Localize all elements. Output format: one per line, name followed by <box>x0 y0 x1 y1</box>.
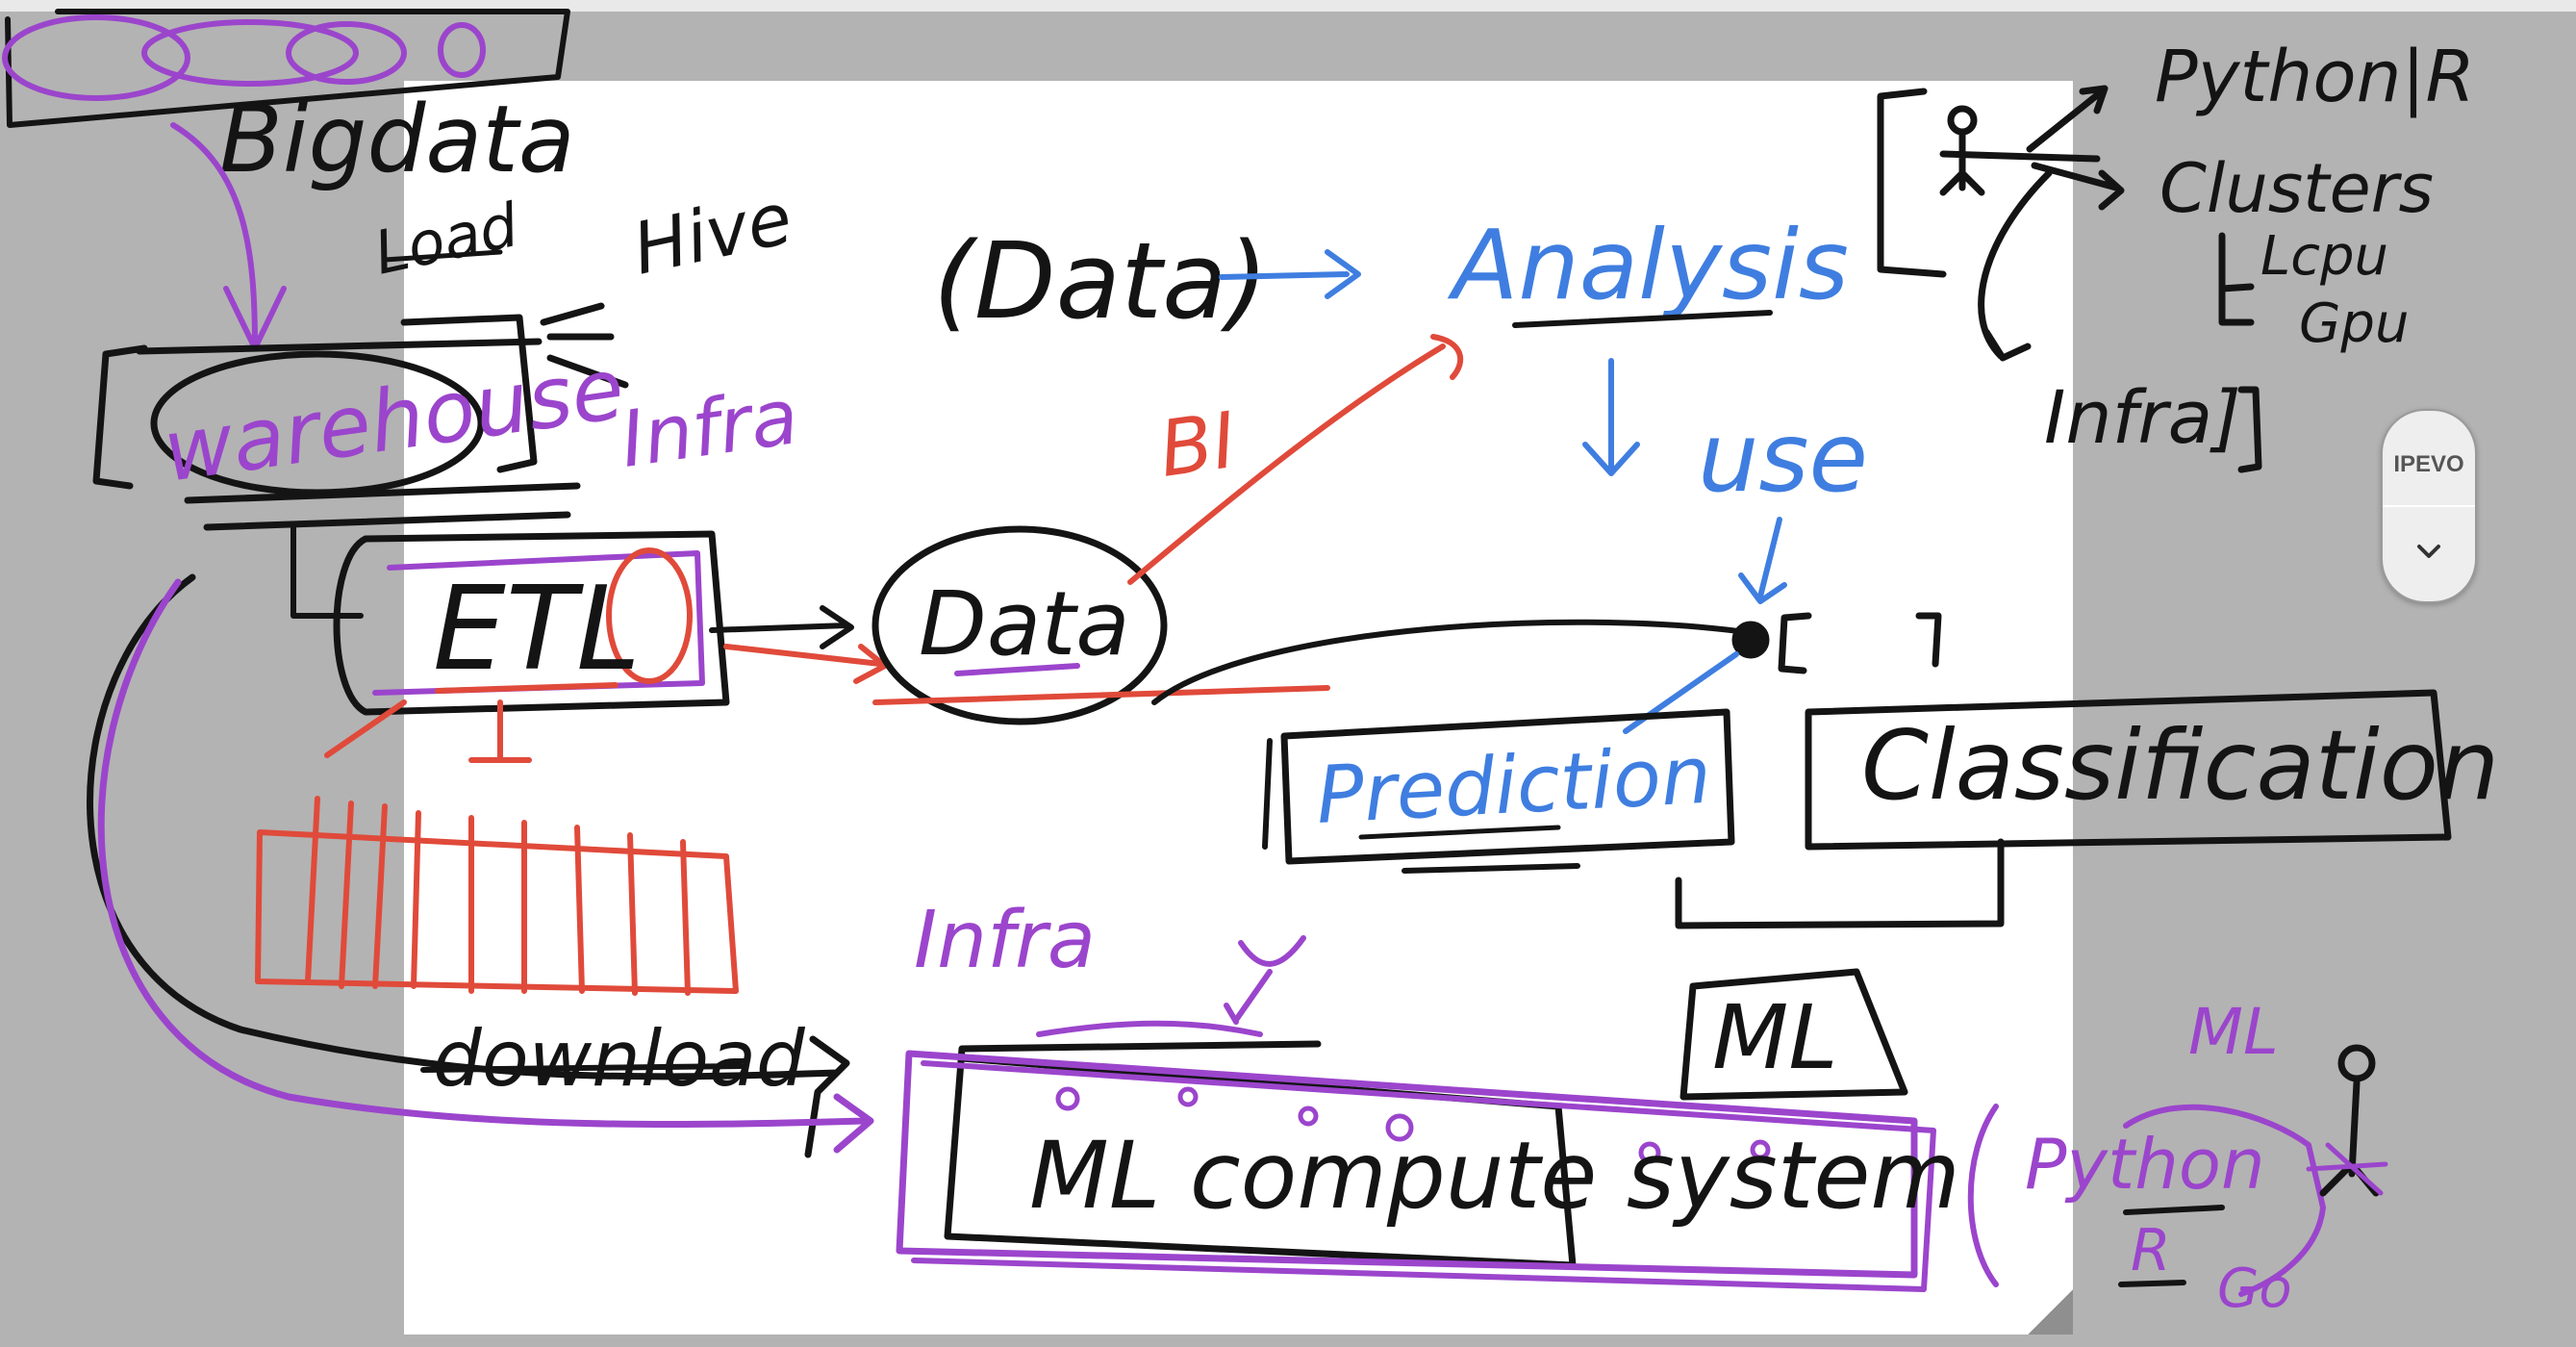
data-to-classifier-curve <box>1151 619 1768 705</box>
ml-small-label: ML <box>2188 995 2279 1069</box>
left-purple-loop <box>97 578 874 1154</box>
data-oval <box>871 525 1168 725</box>
data-baseline-red <box>872 685 1330 705</box>
widget-divider <box>2383 505 2475 507</box>
use-down-arrow <box>1738 517 1787 604</box>
etl-box <box>333 530 730 716</box>
etl-left-tick <box>324 699 407 758</box>
person-purple-mark <box>2306 1142 2388 1196</box>
ipevo-brand: IPEVO <box>2393 451 2464 477</box>
analysis-down-arrow <box>1582 358 1640 476</box>
analysis-label: Analysis <box>1447 209 1849 321</box>
download-label: download <box>433 1014 806 1104</box>
warehouse-to-etl-line <box>290 521 364 619</box>
gpu-label: Gpu <box>2299 292 2409 355</box>
ml-compute-label: ML compute system <box>1029 1122 1960 1230</box>
infra-y-mark <box>1224 935 1306 1025</box>
ml-label: ML <box>1712 986 1838 1089</box>
person-icon <box>2319 1044 2380 1197</box>
classifier-bracket <box>1731 612 1942 674</box>
hive-label: Hive <box>626 177 799 292</box>
ipevo-widget[interactable]: IPEVO <box>2381 409 2477 603</box>
load-label: Load <box>368 190 524 289</box>
python-r-label: Python|R <box>2155 36 2475 118</box>
python-bottom-label: Python <box>2025 1124 2265 1205</box>
python-underline <box>2123 1205 2225 1215</box>
etl-down-arrow <box>468 699 532 763</box>
infra-mid-label: Infra <box>914 895 1096 986</box>
prediction-label: Prediction <box>1314 730 1713 842</box>
bi-arrow <box>1127 334 1464 585</box>
clusters-label: Clusters <box>2159 149 2434 228</box>
r-underline <box>2118 1280 2186 1287</box>
bigdata-box <box>5 9 570 128</box>
load-underline <box>382 249 503 263</box>
data-oval-label: Data <box>919 572 1130 675</box>
warehouse-box <box>92 302 629 531</box>
ml-box <box>1679 968 1908 1101</box>
chevron-down-icon[interactable] <box>2412 534 2446 569</box>
data-to-analysis-arrow <box>1219 249 1361 299</box>
r-bottom-label: R <box>2131 1217 2171 1284</box>
bigdata-label: Bigdata <box>219 86 575 193</box>
infra-left-label: Infra <box>616 371 804 485</box>
data-oval-underline <box>954 663 1080 676</box>
etl-label: ETL <box>433 563 641 697</box>
bigdata-scribble <box>2 14 486 101</box>
infra-right-label: Infra] <box>2044 374 2241 460</box>
etl-to-data-arrow-red <box>723 644 888 684</box>
analysis-underline <box>1512 310 1773 328</box>
right-bracket <box>1877 85 2262 473</box>
top-bar <box>0 0 2576 12</box>
classification-box <box>1675 689 2452 929</box>
prediction-box <box>1262 708 1735 874</box>
bi-label: BI <box>1154 395 1242 495</box>
data-paren-label: (Data) <box>933 219 1268 343</box>
go-label: Go <box>2217 1258 2292 1320</box>
etl-to-data-arrow-black <box>709 605 854 649</box>
page-curl <box>2028 1289 2073 1334</box>
download-strike <box>420 1063 744 1073</box>
use-label: use <box>1698 401 1868 514</box>
classification-label: Classification <box>1861 709 2499 822</box>
ml-compute-box <box>896 1020 1936 1292</box>
lcpu-label: Lcpu <box>2260 225 2388 288</box>
python-bracket <box>2123 1104 2326 1297</box>
bottom-right-paren <box>1967 1104 1999 1287</box>
storage-bins <box>255 796 739 996</box>
